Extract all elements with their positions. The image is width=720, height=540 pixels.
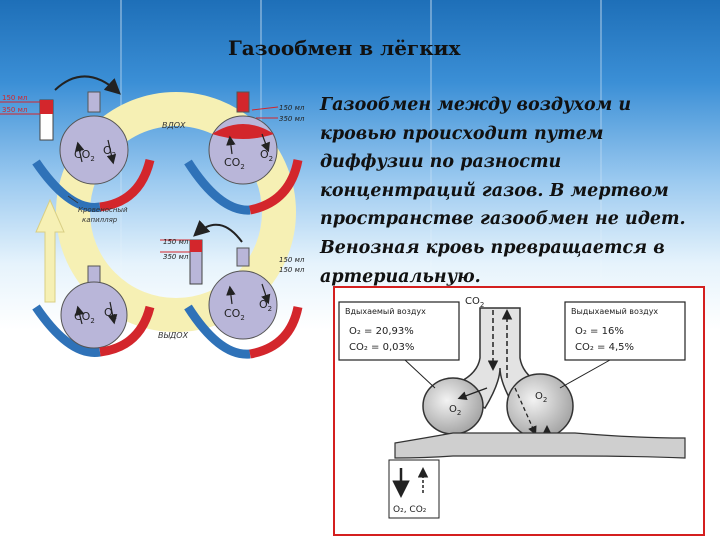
transfer-arrow xyxy=(196,225,242,242)
airway-gas-diagram: CO2 O2 O2 Вдыхаемый воздух O₂ = 20,93% C… xyxy=(335,288,703,534)
alveolus-right xyxy=(507,374,573,438)
exhaled-air-box: Выдыхаемый воздух O₂ = 16% CO₂ = 4,5% xyxy=(560,302,685,388)
transfer-arrow xyxy=(55,76,118,92)
airway-gas-diagram-frame: CO2 O2 O2 Вдыхаемый воздух O₂ = 20,93% C… xyxy=(333,286,705,536)
volume-pointer xyxy=(252,107,278,110)
volume-label: 150 мл xyxy=(279,266,305,274)
exhale-label: ВЫДОХ xyxy=(158,331,189,340)
svg-text:CO₂ = 0,03%: CO₂ = 0,03% xyxy=(349,342,414,353)
alveolar-cycle-diagram: 150 мл 350 мл CO2 O2 CO2 O2 CO2 O2 CO2 O… xyxy=(0,62,318,362)
volume-label: 150 мл xyxy=(2,94,27,102)
diffusion-legend: O₂, CO₂ xyxy=(389,460,439,518)
capillary-label: Кровеносный xyxy=(78,206,128,214)
svg-text:Вдыхаемый воздух: Вдыхаемый воздух xyxy=(345,307,426,316)
svg-text:O₂ = 16%: O₂ = 16% xyxy=(575,326,624,337)
air-volume-cylinder xyxy=(160,240,202,284)
bronchus-label: CO2 xyxy=(465,296,484,309)
capillary-label: капилляр xyxy=(82,216,118,224)
svg-text:O₂, CO₂: O₂, CO₂ xyxy=(393,505,427,515)
volume-label: 150 мл xyxy=(279,256,305,264)
alveolus-top-left xyxy=(60,92,128,184)
inhale-label: ВДОХ xyxy=(162,121,186,130)
inhaled-air-box: Вдыхаемый воздух O₂ = 20,93% CO₂ = 0,03% xyxy=(339,302,459,388)
volume-label: 350 мл xyxy=(2,106,27,114)
volume-label: 350 мл xyxy=(279,115,305,123)
svg-text:Выдыхаемый воздух: Выдыхаемый воздух xyxy=(571,307,658,316)
svg-text:O₂ = 20,93%: O₂ = 20,93% xyxy=(349,326,414,337)
slide-body-text: Газообмен между воздухом и кровью происх… xyxy=(320,91,712,291)
slide-title: Газообмен в лёгких xyxy=(228,36,528,60)
capillary xyxy=(395,433,685,458)
volume-label: 150 мл xyxy=(279,104,305,112)
volume-label: 150 мл xyxy=(163,238,189,246)
volume-label: 350 мл xyxy=(163,253,189,261)
svg-text:CO₂ = 4,5%: CO₂ = 4,5% xyxy=(575,342,634,353)
